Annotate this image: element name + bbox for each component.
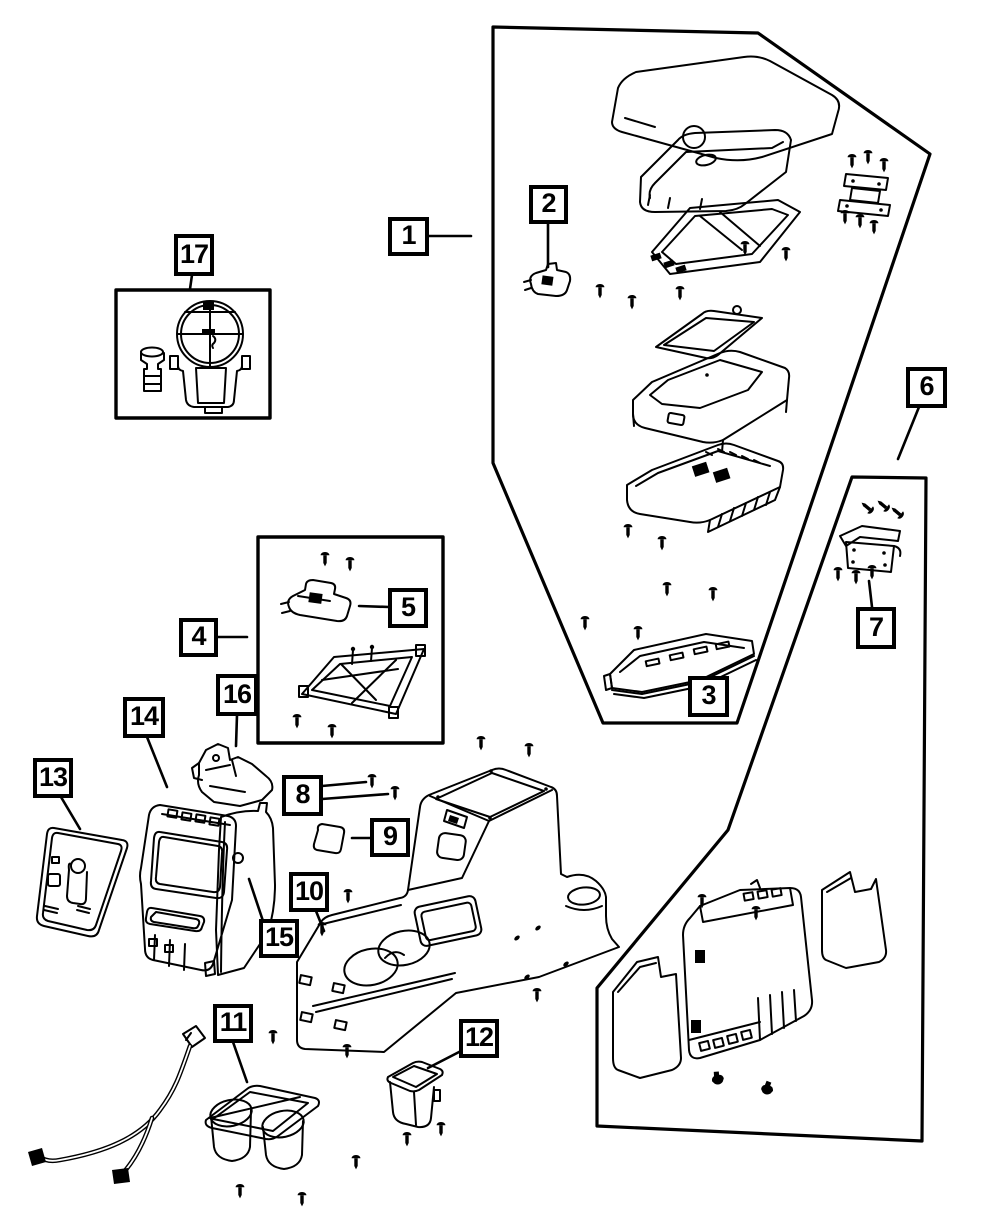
callout-box-8: 8 <box>282 775 323 816</box>
assembly-1-boundary <box>491 25 932 725</box>
callout-box-16: 16 <box>216 674 258 716</box>
callout-box-5: 5 <box>388 588 428 628</box>
part-latch-5 <box>280 579 352 623</box>
part-latch-2 <box>523 262 572 297</box>
part-bracket-16 <box>191 743 274 807</box>
part-rear-cover <box>682 879 814 1060</box>
part-armrest-lid-top <box>611 55 841 162</box>
part-organizer-tray <box>626 442 785 533</box>
callout-label-9: 9 <box>382 821 398 851</box>
callout-box-3: 3 <box>688 676 729 717</box>
callout-label-2: 2 <box>541 188 556 218</box>
part-frame-4 <box>298 644 426 719</box>
part-power-outlet <box>140 300 251 414</box>
callout-label-8: 8 <box>295 779 310 809</box>
callout-box-4: 4 <box>179 618 218 657</box>
callout-label-17: 17 <box>179 238 209 269</box>
callout-box-12: 12 <box>459 1019 499 1058</box>
callout-label-4: 4 <box>191 621 206 651</box>
callout-label-13: 13 <box>38 761 68 792</box>
callout-box-9: 9 <box>370 818 410 857</box>
part-left-side-panel <box>612 956 682 1079</box>
callout-label-5: 5 <box>400 591 416 622</box>
callout-box-17: 17 <box>174 234 214 276</box>
part-17-container-box <box>114 288 272 420</box>
callout-box-6: 6 <box>906 367 947 408</box>
clip-icon <box>759 1079 776 1097</box>
callout-label-10: 10 <box>294 875 324 906</box>
part-wiring-harness <box>28 1025 206 1184</box>
callout-label-15: 15 <box>264 922 294 952</box>
callout-label-6: 6 <box>919 371 934 401</box>
callout-label-12: 12 <box>464 1022 494 1052</box>
part-cupholder-insert <box>204 1084 320 1170</box>
part-storage-bin <box>632 349 791 453</box>
part-console-body <box>296 767 620 1053</box>
part-hinge-bracket-7 <box>839 525 902 573</box>
callout-label-1: 1 <box>401 220 416 250</box>
part-shift-plate-3 <box>603 633 757 699</box>
part-armrest-lid-base <box>639 129 792 213</box>
callout-box-1: 1 <box>388 217 429 256</box>
part-pad-9 <box>312 823 346 855</box>
callout-label-16: 16 <box>222 678 252 709</box>
callout-label-14: 14 <box>129 701 159 731</box>
callout-box-10: 10 <box>289 872 329 912</box>
part-side-panel-15 <box>204 802 276 977</box>
part-seal-mat <box>655 305 763 360</box>
callout-box-13: 13 <box>33 758 73 798</box>
part-4-5-container-box <box>256 535 445 745</box>
callout-label-11: 11 <box>219 1007 248 1037</box>
callout-box-11: 11 <box>213 1004 253 1043</box>
part-shifter-bezel-13 <box>35 826 129 938</box>
callout-box-14: 14 <box>123 697 165 738</box>
callout-box-15: 15 <box>259 919 299 958</box>
callout-box-2: 2 <box>529 185 568 224</box>
part-console-front-trim-14 <box>139 804 237 972</box>
callout-label-3: 3 <box>701 680 716 710</box>
callout-label-7: 7 <box>868 611 884 642</box>
leader-lines <box>59 221 921 1084</box>
part-bin-12 <box>386 1060 444 1129</box>
part-right-side-panel <box>821 871 888 969</box>
assembly-6-boundary <box>595 475 928 1143</box>
part-hinge-frame <box>650 199 801 275</box>
callout-box-7: 7 <box>856 607 896 649</box>
part-hinge-bracket-6 <box>837 173 891 217</box>
clip-icon <box>708 1068 726 1087</box>
